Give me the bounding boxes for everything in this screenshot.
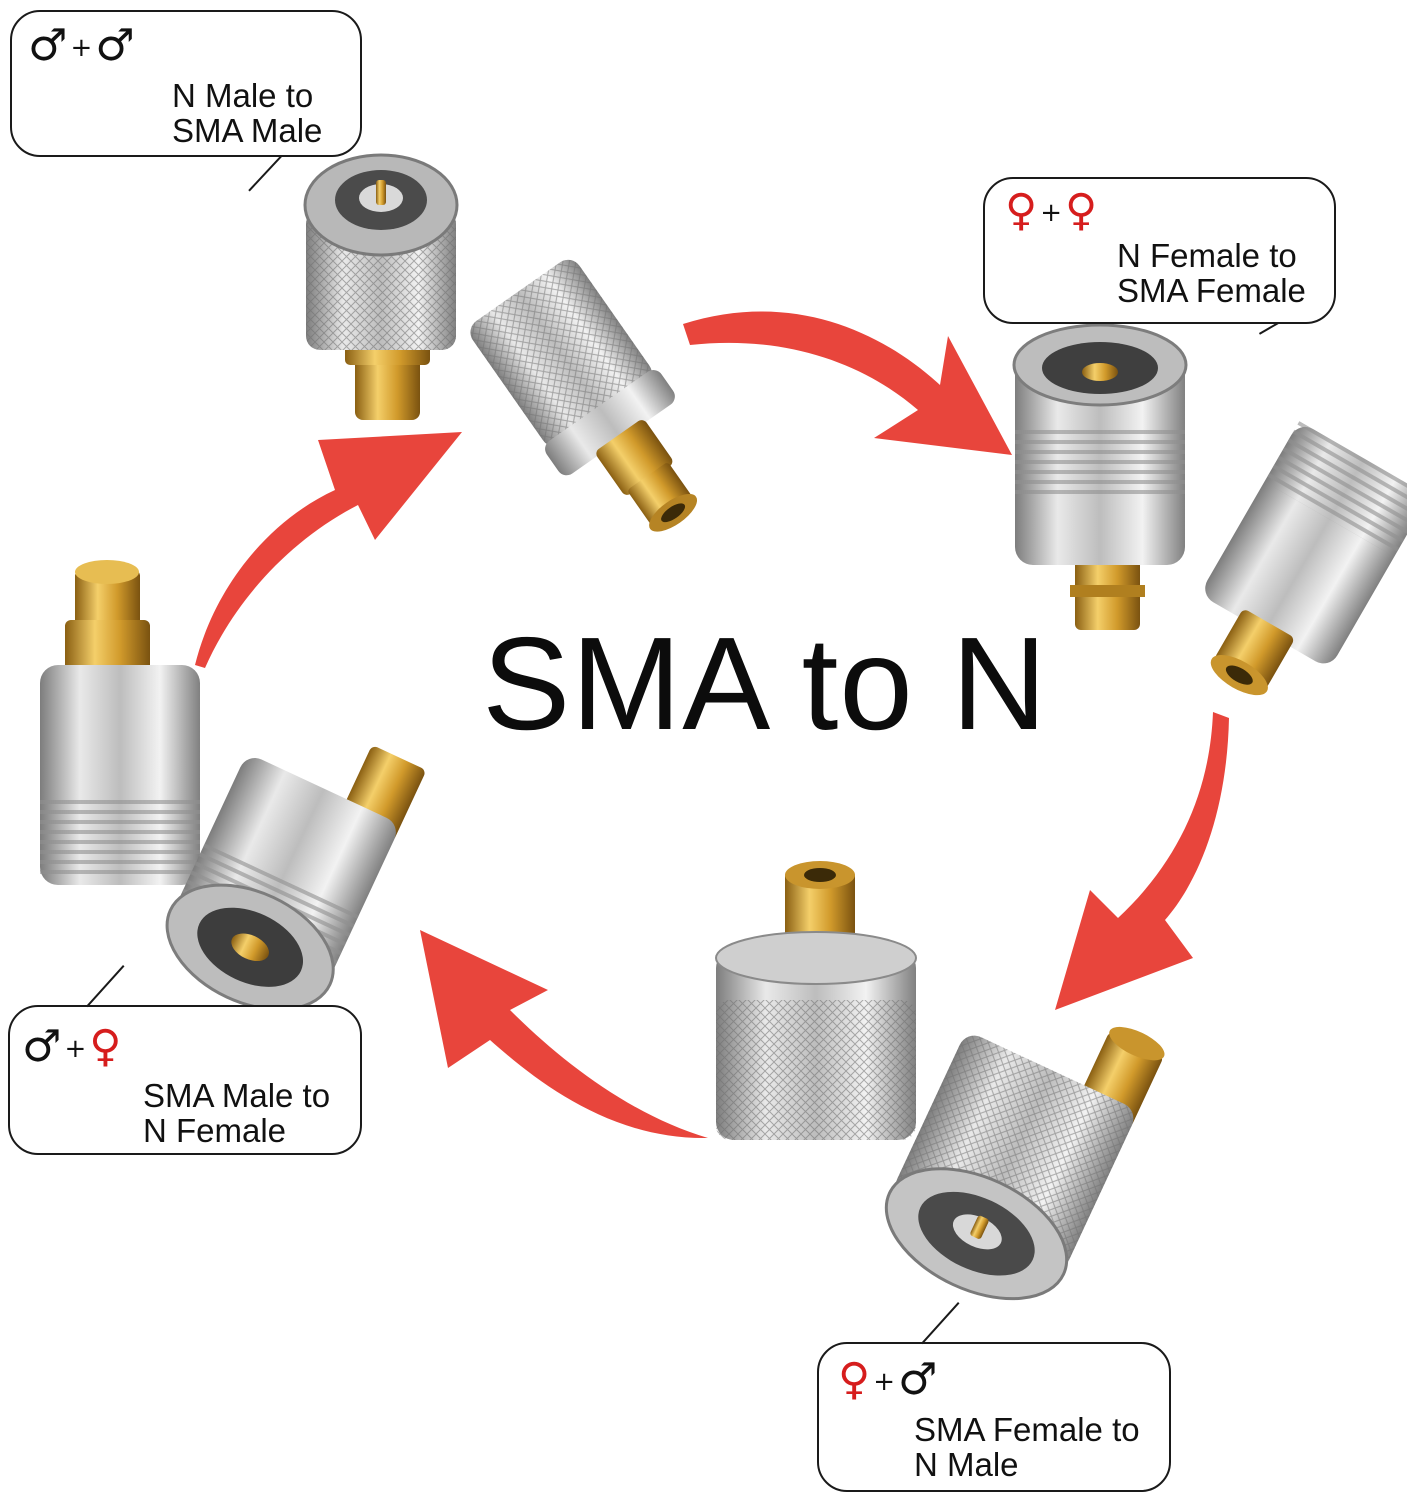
- female-icon: ♀: [89, 1021, 122, 1072]
- callout-label-line1: SMA Female to: [914, 1411, 1140, 1448]
- gender-symbols: ♂+♂: [28, 24, 135, 68]
- female-icon: ♀: [1005, 185, 1038, 236]
- adapter-sma-male-n-female-upright: [40, 560, 200, 885]
- callout-sma-female-n-male: [817, 1342, 1171, 1492]
- callout-label-line1: N Female to: [1117, 237, 1297, 274]
- callout-label-line2: SMA Male: [172, 112, 323, 149]
- female-icon: ♀: [1065, 185, 1098, 236]
- callout-n-female-sma-female: [983, 177, 1336, 324]
- arrow-n-female-to-sma-female: [1055, 712, 1229, 1010]
- callout-label: N Male to SMA Male: [172, 78, 322, 148]
- callout-label: SMA Male to N Female: [143, 1078, 330, 1148]
- callout-label: SMA Female to N Male: [914, 1412, 1140, 1482]
- arrow-sma-male-to-n-male: [195, 432, 462, 668]
- gender-symbols: ♂+♀: [22, 1025, 121, 1069]
- gender-symbols: ♀+♀: [1005, 189, 1097, 233]
- callout-label-line2: N Male: [914, 1446, 1019, 1483]
- male-icon: ♂: [95, 20, 135, 71]
- adapter-sma-male-n-female-tilted: [165, 746, 425, 1011]
- male-icon: ♂: [898, 1354, 938, 1405]
- adapter-n-female-sma-female-tilted: [1205, 421, 1407, 696]
- callout-label: N Female to SMA Female: [1117, 238, 1306, 308]
- callout-label-line2: SMA Female: [1117, 272, 1306, 309]
- adapter-n-male-sma-male-tilted: [470, 259, 698, 532]
- plus-icon: +: [1040, 198, 1063, 228]
- adapter-sma-female-n-male-upright: [715, 861, 917, 1140]
- callout-label-line1: N Male to: [172, 77, 314, 114]
- arrow-n-male-to-n-female: [683, 311, 1012, 455]
- male-icon: ♂: [22, 1021, 62, 1072]
- callout-sma-male-n-female: [8, 1005, 362, 1155]
- adapter-n-female-sma-female-upright: [1012, 323, 1188, 630]
- callout-n-male-sma-male: [10, 10, 362, 157]
- female-icon: ♀: [838, 1354, 871, 1405]
- page-title: SMA to N: [482, 610, 1048, 757]
- callout-label-line1: SMA Male to: [143, 1077, 331, 1114]
- arrow-sma-female-to-sma-male: [420, 930, 708, 1139]
- adapter-n-male-sma-male-upright: [303, 153, 459, 420]
- callout-label-line2: N Female: [143, 1112, 287, 1149]
- adapter-sma-female-n-male-tilted: [884, 1026, 1165, 1301]
- plus-icon: +: [70, 33, 93, 63]
- gender-symbols: ♀+♂: [838, 1358, 937, 1402]
- plus-icon: +: [873, 1367, 896, 1397]
- plus-icon: +: [64, 1034, 87, 1064]
- male-icon: ♂: [28, 20, 68, 71]
